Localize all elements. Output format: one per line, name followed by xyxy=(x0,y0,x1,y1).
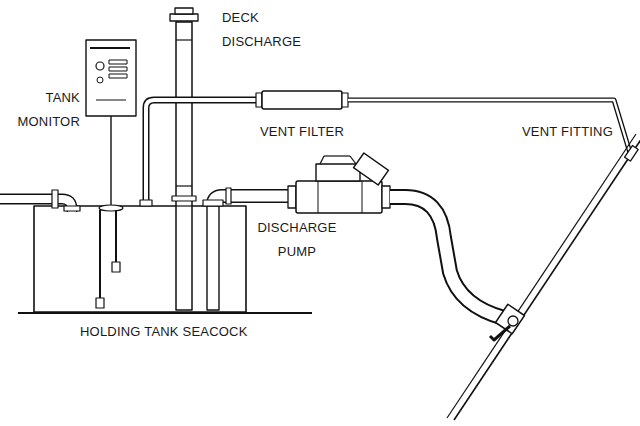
part-label: VENT FILTER xyxy=(260,120,344,144)
part-label: TANK MONITOR xyxy=(17,86,80,134)
part-label: DISCHARGE PUMP xyxy=(257,216,336,264)
part-label: HOLDING TANK SEACOCK xyxy=(80,320,248,344)
part-label: DECK DISCHARGE xyxy=(222,6,301,54)
part-label: VENT FITTING xyxy=(522,120,613,144)
